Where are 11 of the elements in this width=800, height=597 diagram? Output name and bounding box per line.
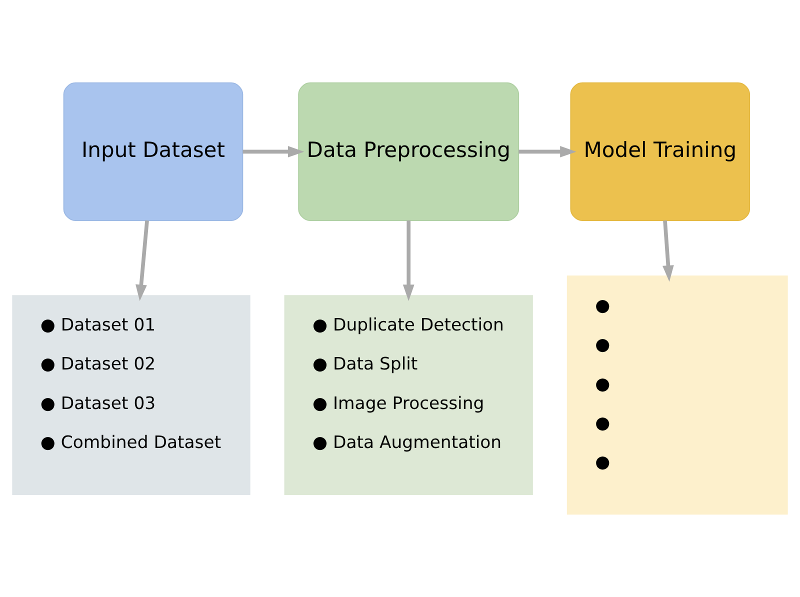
node-box: Input Dataset	[63, 82, 244, 222]
arrow	[402, 220, 414, 301]
arrow	[518, 146, 576, 158]
arrow	[136, 220, 149, 301]
node-box: ● Dataset 01 ● Dataset 02 ● Dataset 03 ● Combined Dataset	[12, 295, 250, 496]
node-box: Data Preprocessing	[298, 82, 520, 222]
arrow	[242, 146, 304, 158]
node-box: ● ● ● ● ●	[566, 276, 788, 515]
node-box: Model Training	[570, 82, 750, 222]
node-box: ● Duplicate Detection ● Data Split ● Image Processing ● Data Augmentation	[284, 295, 533, 496]
arrow	[662, 220, 674, 282]
